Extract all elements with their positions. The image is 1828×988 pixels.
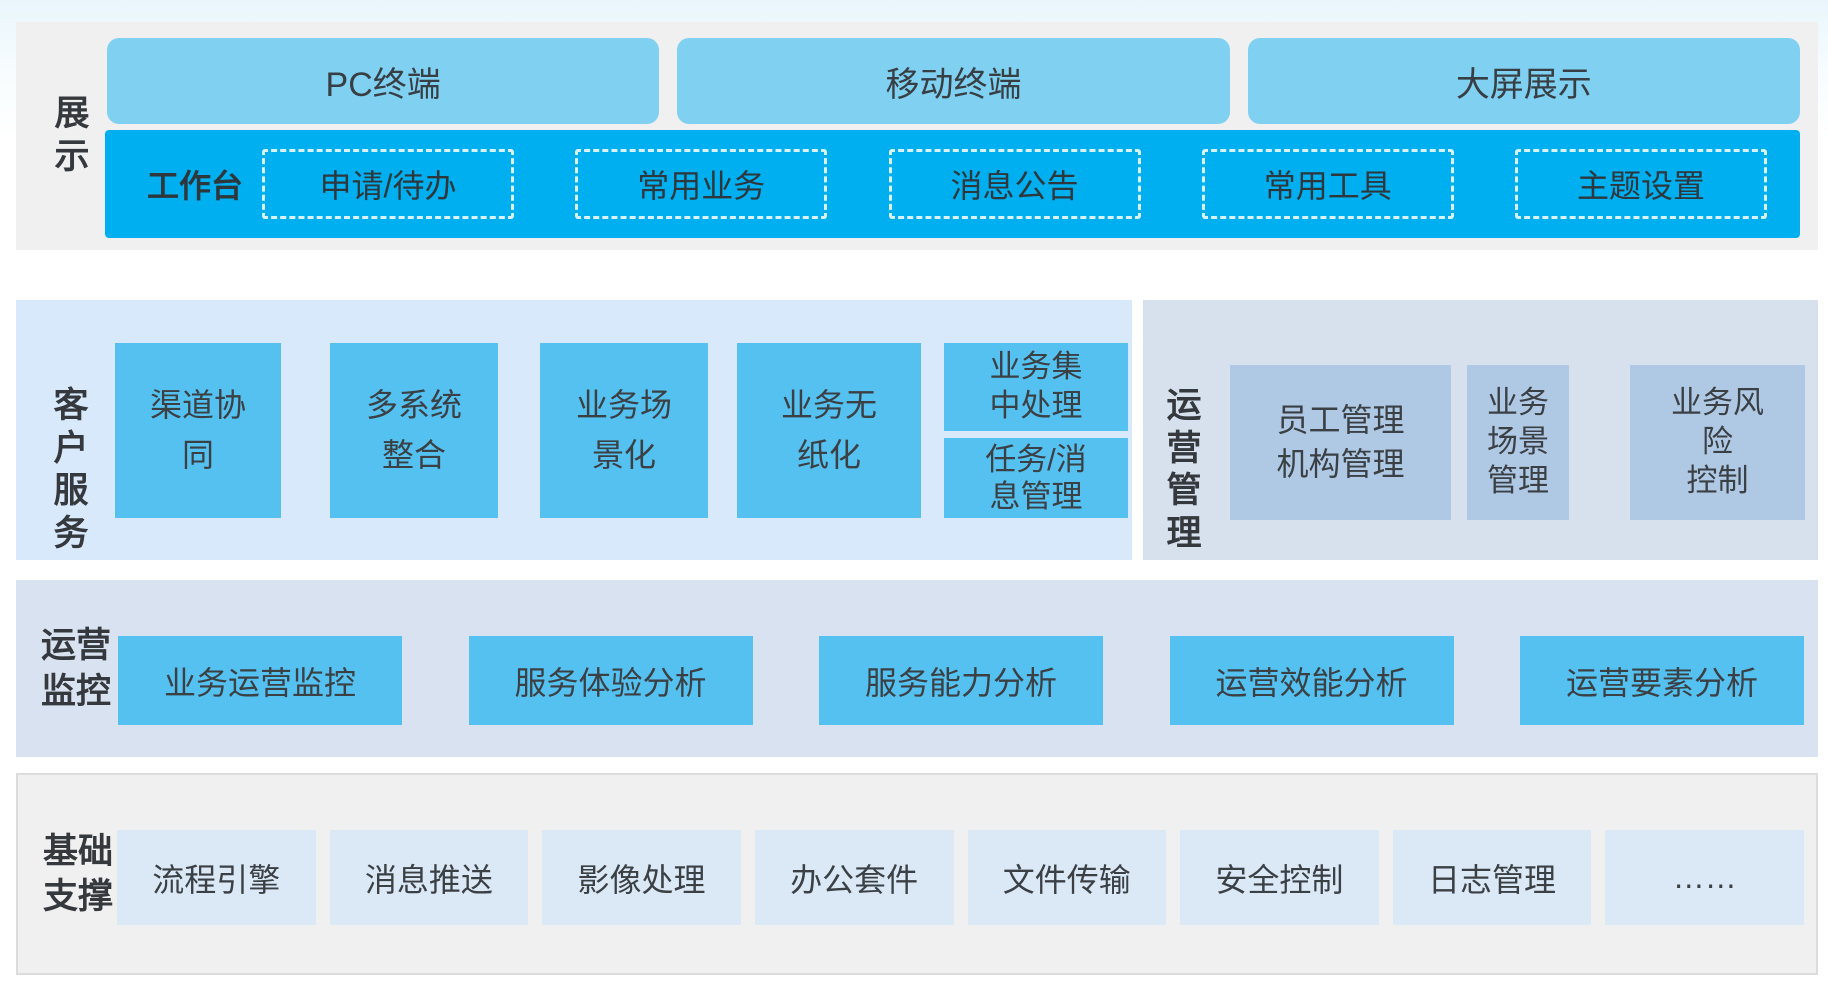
service-box-channel-collaboration: 渠道协 同 xyxy=(115,343,281,518)
operation-monitoring-section: 运营 监控 业务运营监控 服务体验分析 服务能力分析 运营效能分析 运营要素分析 xyxy=(16,580,1818,757)
service-box-centralized-processing: 业务集 中处理 xyxy=(944,343,1128,431)
monitor-box-ops-elements: 运营要素分析 xyxy=(1520,636,1804,725)
service-box-multisystem-integration: 多系统 整合 xyxy=(330,343,498,518)
section-label-operation-management: 运 营 管 理 xyxy=(1166,386,1202,554)
foundation-section: 基础 支撑 流程引擎 消息推送 影像处理 办公套件 文件传输 安全控制 日志管理… xyxy=(16,773,1818,975)
foundation-row: 流程引擎 消息推送 影像处理 办公套件 文件传输 安全控制 日志管理 …… xyxy=(117,830,1804,925)
terminal-block-mobile: 移动终端 xyxy=(677,38,1230,124)
workbench-bar: 工作台 申请/待办 常用业务 消息公告 常用工具 主题设置 xyxy=(105,130,1800,238)
foundation-box-office-suite: 办公套件 xyxy=(754,830,954,925)
service-box-paperless: 业务无 纸化 xyxy=(737,343,921,518)
section-label-operation-monitoring: 运营 监控 xyxy=(40,626,111,711)
operation-management-section: 运 营 管 理 员工管理 机构管理 业务 场景 管理 业务风 险 控制 xyxy=(1143,300,1818,560)
workbench-item-announcements: 消息公告 xyxy=(888,149,1141,219)
monitor-box-service-experience: 服务体验分析 xyxy=(468,636,753,725)
workbench-item-theme: 主题设置 xyxy=(1515,149,1767,219)
mgmt-box-staff-org: 员工管理 机构管理 xyxy=(1230,365,1451,520)
monitor-box-service-capability: 服务能力分析 xyxy=(819,636,1103,725)
monitoring-row: 业务运营监控 服务体验分析 服务能力分析 运营效能分析 运营要素分析 xyxy=(118,636,1804,725)
section-label-customer-service: 客 户 服 务 xyxy=(53,386,89,554)
terminal-row: PC终端 移动终端 大屏展示 xyxy=(107,38,1800,124)
section-label-foundation: 基础 支撑 xyxy=(42,831,113,917)
customer-service-section: 客 户 服 务 渠道协 同 多系统 整合 业务场 景化 业务无 纸化 业务集 中… xyxy=(16,300,1132,560)
foundation-box-ellipsis: …… xyxy=(1605,830,1804,925)
display-section: 展 示 PC终端 移动终端 大屏展示 工作台 申请/待办 常用业务 消息公告 常… xyxy=(16,22,1818,250)
foundation-box-file-transfer: 文件传输 xyxy=(967,830,1167,925)
monitor-box-ops-efficiency: 运营效能分析 xyxy=(1169,636,1454,725)
workbench-item-common-business: 常用业务 xyxy=(575,149,828,219)
workbench-label: 工作台 xyxy=(147,168,244,204)
workbench-items: 申请/待办 常用业务 消息公告 常用工具 主题设置 xyxy=(262,149,1767,219)
section-label-display: 展 示 xyxy=(54,94,90,176)
foundation-box-security-control: 安全控制 xyxy=(1180,830,1379,925)
mgmt-box-risk-control: 业务风 险 控制 xyxy=(1630,365,1805,520)
foundation-box-message-push: 消息推送 xyxy=(329,830,529,925)
foundation-box-log-mgmt: 日志管理 xyxy=(1392,830,1592,925)
workbench-item-common-tools: 常用工具 xyxy=(1201,149,1454,219)
monitor-box-business-ops: 业务运营监控 xyxy=(118,636,402,725)
service-box-business-scenario: 业务场 景化 xyxy=(540,343,708,518)
service-box-task-message-mgmt: 任务/消 息管理 xyxy=(944,438,1128,518)
terminal-block-bigscreen: 大屏展示 xyxy=(1247,38,1800,124)
workbench-item-apply: 申请/待办 xyxy=(262,149,514,219)
terminal-block-pc: PC终端 xyxy=(107,38,660,124)
foundation-box-workflow-engine: 流程引擎 xyxy=(117,830,316,925)
foundation-box-image-processing: 影像处理 xyxy=(542,830,741,925)
mgmt-box-scenario-mgmt: 业务 场景 管理 xyxy=(1467,365,1569,520)
